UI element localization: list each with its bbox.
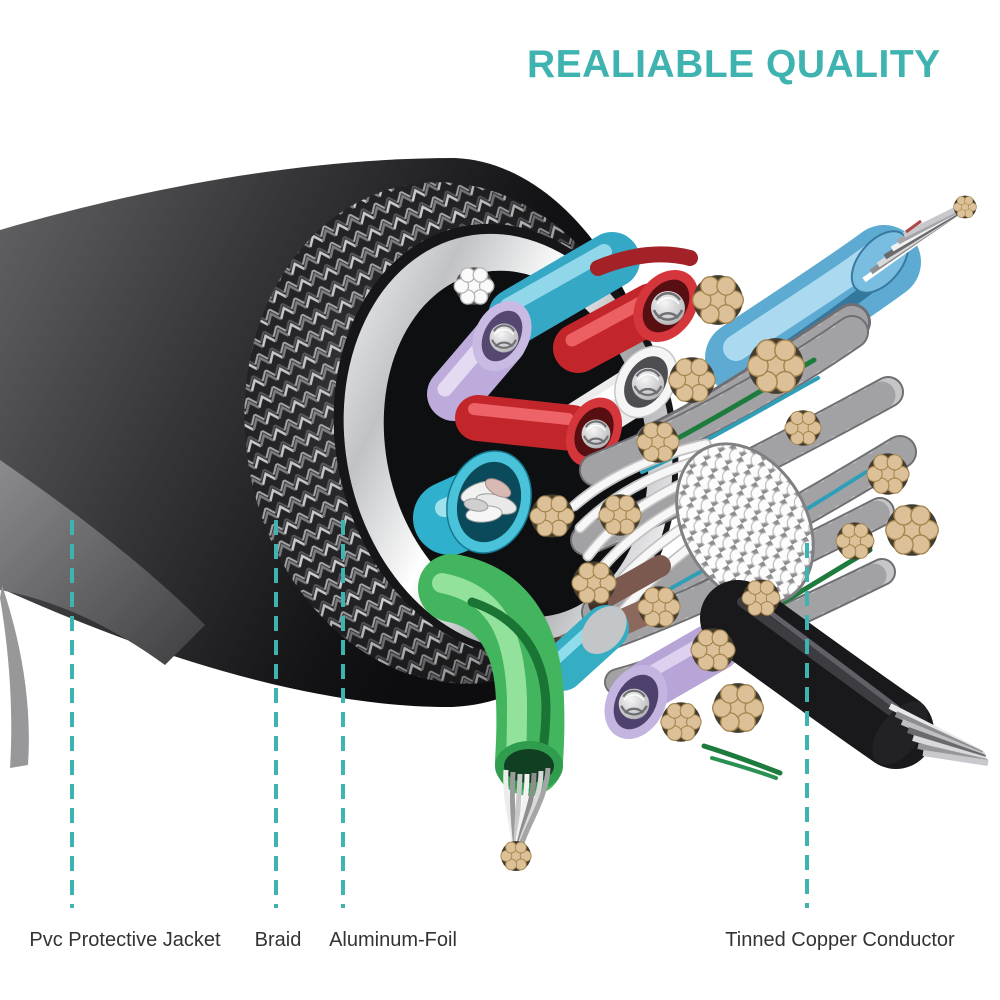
white-wire-core — [630, 366, 666, 402]
lavender-wire-core — [488, 322, 520, 354]
jacket-underside-highlight — [0, 460, 205, 665]
wire-red-top — [553, 269, 699, 373]
black-stripped-strands — [888, 703, 989, 766]
wire-red-arc — [590, 246, 698, 276]
tinned-copper-flower — [598, 493, 642, 537]
tinned-copper-flower — [712, 682, 764, 734]
tinned-copper-flower — [885, 503, 939, 557]
tinned-copper-flower — [746, 337, 806, 395]
wire-lavender-top — [427, 266, 532, 421]
red-middle-core — [580, 418, 612, 450]
tinned-copper-bundle-face — [678, 445, 812, 603]
cyan-sheath-piece — [539, 605, 629, 691]
wire-green — [418, 554, 565, 872]
blue-stripped-strands — [862, 201, 969, 283]
blue-wire-copper-tip — [953, 195, 977, 219]
tinned-copper-flower — [660, 701, 702, 743]
wire-red-middle — [455, 395, 623, 467]
label-tinned-copper-conductor: Tinned Copper Conductor — [725, 929, 955, 951]
tinned-copper-flower — [692, 274, 744, 326]
green-stripped-strands — [503, 767, 551, 852]
tinned-copper-flower — [784, 409, 822, 447]
cable-silhouette-sliver — [0, 585, 29, 768]
tinned-copper-flower — [636, 420, 680, 464]
tinned-copper-flower — [835, 521, 875, 561]
tinned-copper-flower — [571, 560, 617, 606]
page-title: REALIABLE QUALITY — [527, 43, 941, 86]
tinned-copper-flower — [637, 585, 681, 629]
wire-black — [700, 580, 989, 769]
label-aluminum-foil: Aluminum-Foil — [329, 929, 457, 951]
inner-wires — [413, 195, 989, 872]
green-wire-copper-tip — [500, 840, 532, 872]
wire-cyan-big — [413, 450, 532, 555]
tinned-copper-flower — [529, 493, 575, 539]
tinned-copper-flower — [668, 356, 716, 404]
tinned-copper-flower — [866, 452, 910, 496]
lavender-bottom-core — [617, 687, 651, 721]
label-pvc-protective-jacket: Pvc Protective Jacket — [29, 929, 221, 951]
callout-lines — [70, 520, 809, 908]
cyan-wire-swirl-core — [460, 478, 517, 523]
tinned-copper-flower — [741, 578, 781, 618]
white-strand-bundle — [568, 438, 815, 618]
label-braid: Braid — [254, 929, 302, 951]
green-tuft-accents — [701, 743, 783, 780]
red-wire-core — [649, 289, 687, 327]
tinned-copper-flower — [690, 627, 736, 673]
